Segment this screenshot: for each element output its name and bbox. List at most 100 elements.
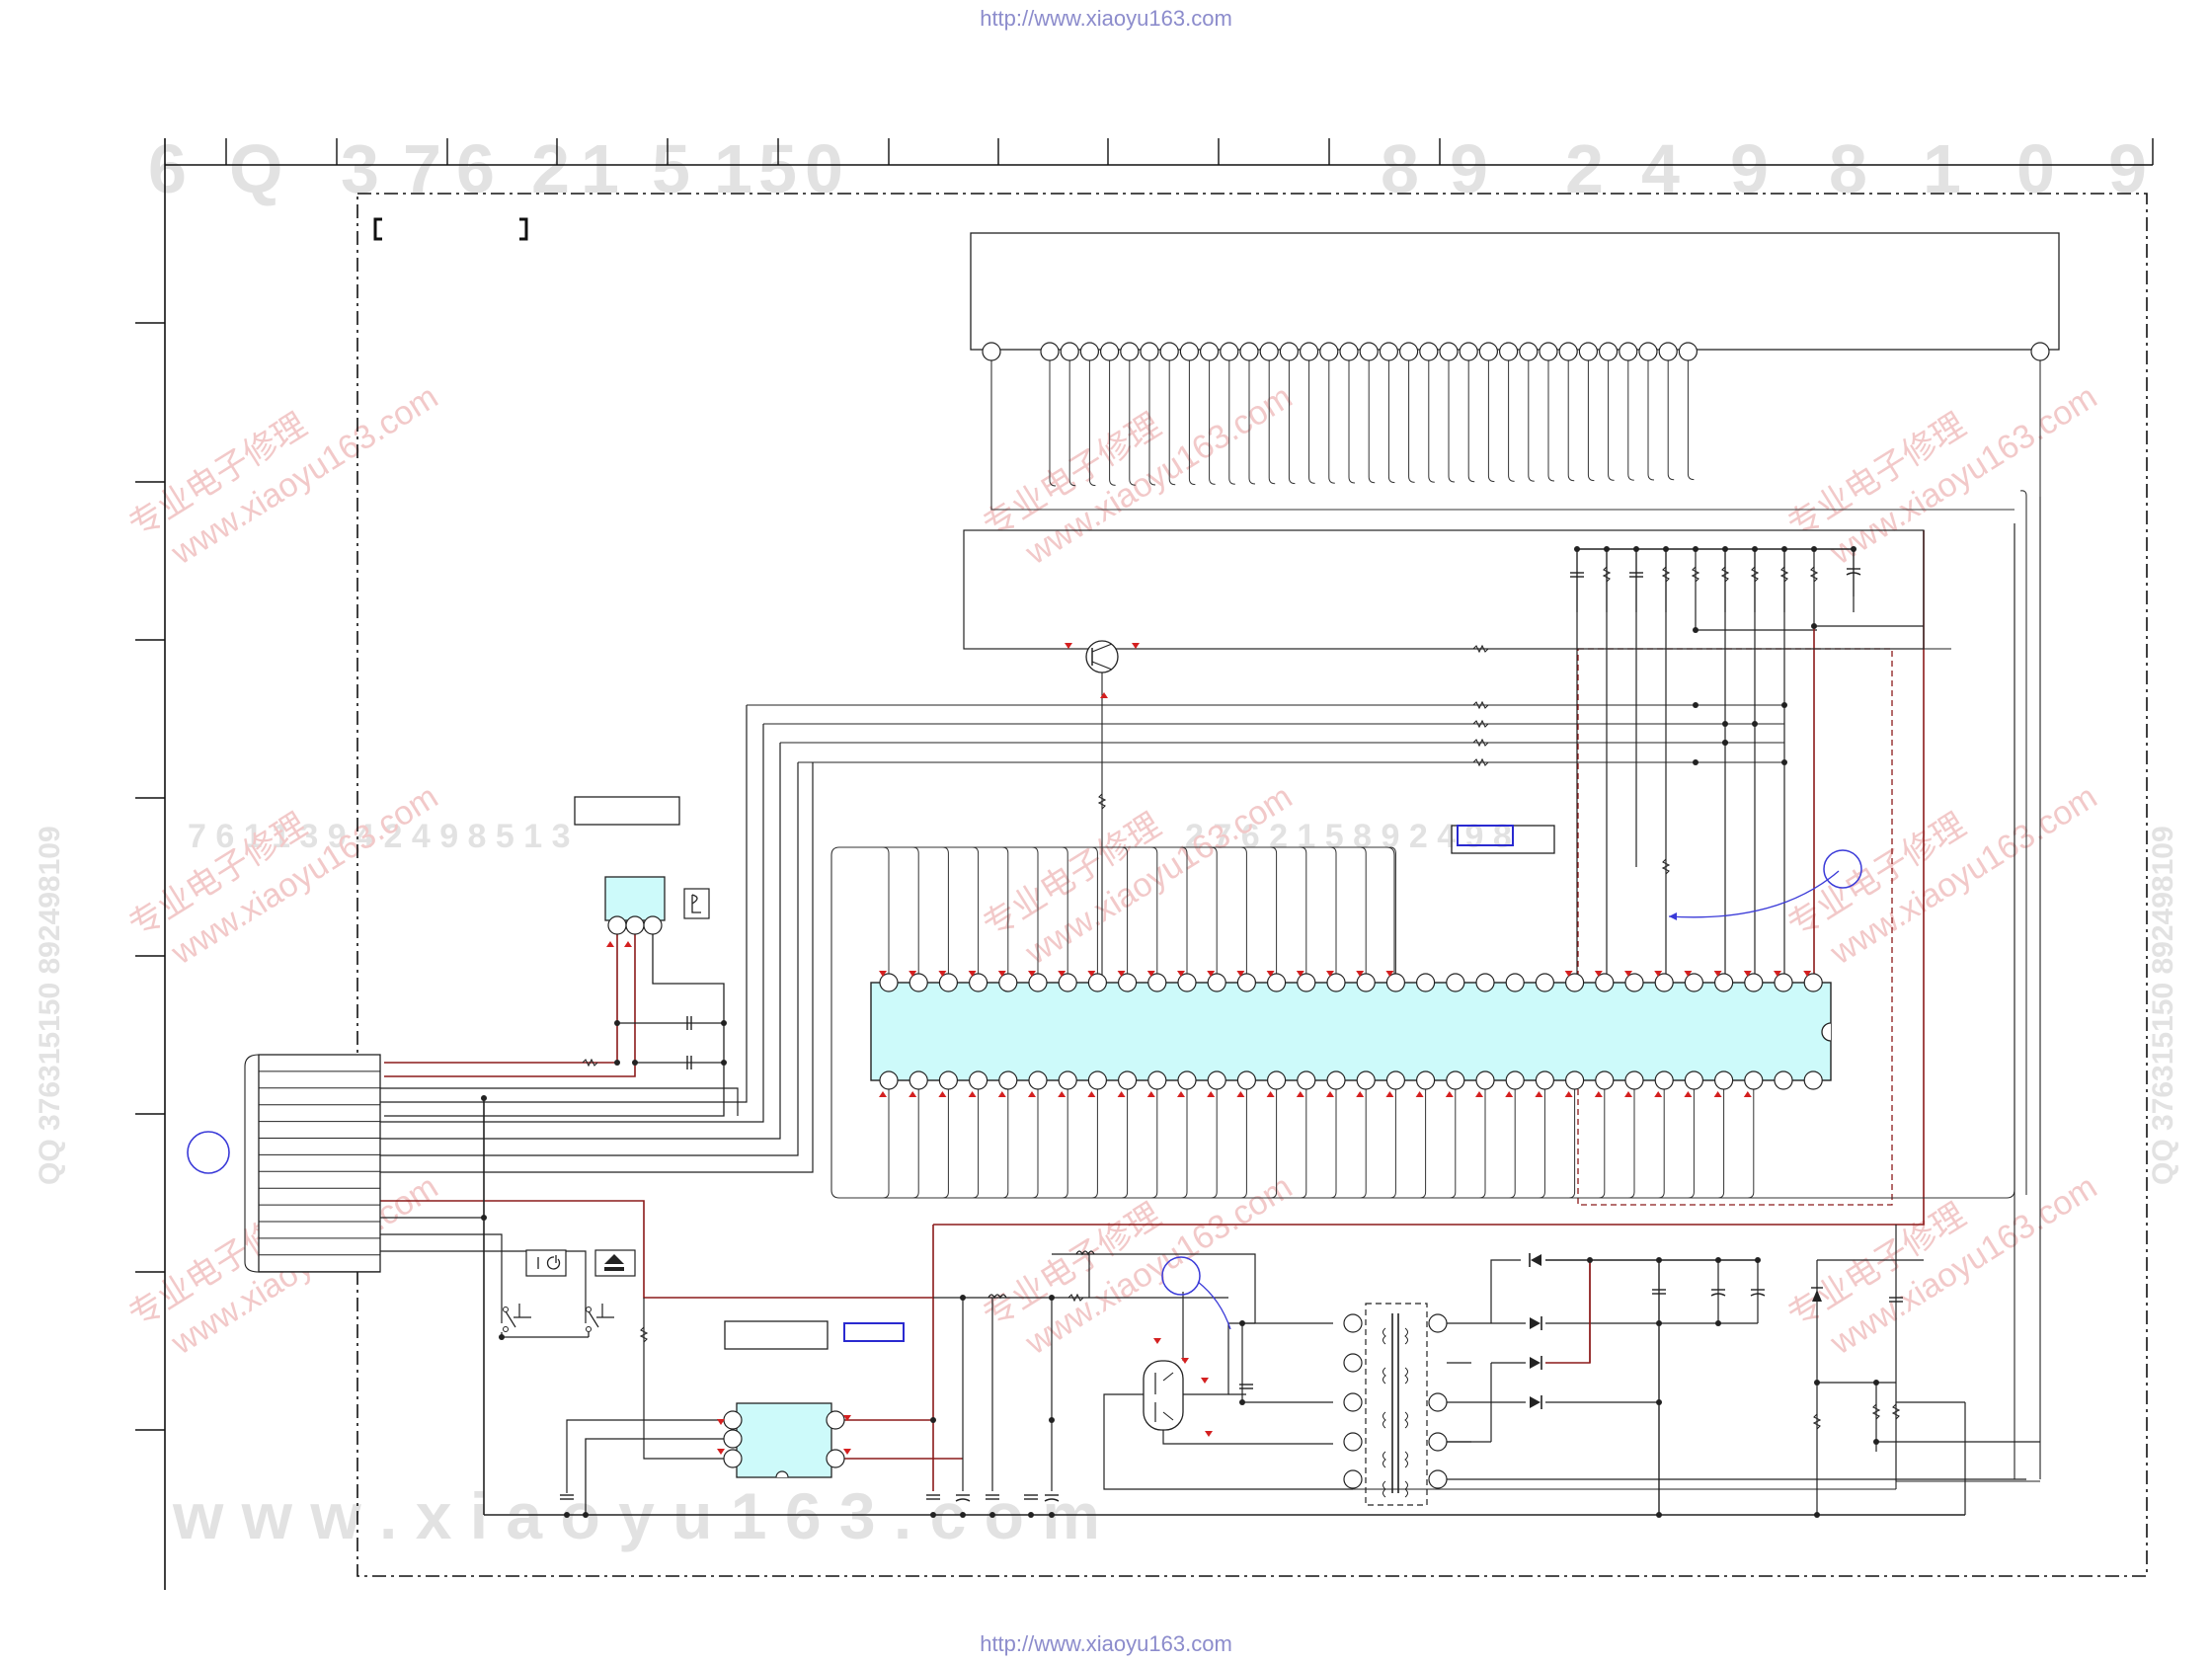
watermark-digit: 8 xyxy=(1829,130,1867,207)
resistor-zigzag xyxy=(1812,1413,1822,1430)
watermark-digit: 6 xyxy=(148,130,187,207)
electrolytic-capacitor xyxy=(1750,1289,1766,1297)
header-url[interactable]: http://www.xiaoyu163.com xyxy=(980,6,1232,31)
connector-wire xyxy=(380,705,748,1103)
ic-lead-top xyxy=(1211,846,1218,974)
display-pin xyxy=(1140,342,1159,361)
junction-dot xyxy=(614,1060,620,1066)
diode xyxy=(1530,1395,1542,1409)
diode-body xyxy=(1530,1396,1540,1408)
transformer-winding xyxy=(1404,1411,1408,1429)
display-lead xyxy=(1547,360,1555,482)
capacitor xyxy=(1570,572,1584,578)
ic-pin-top xyxy=(1297,973,1316,992)
display-lead xyxy=(1288,360,1296,485)
watermark-digit: Q xyxy=(229,130,282,207)
junction-dot xyxy=(481,1215,487,1221)
transistor-lead xyxy=(1091,643,1113,653)
junction-dot xyxy=(1656,1320,1662,1326)
junction-dot xyxy=(481,1095,487,1101)
pin-marker xyxy=(1356,971,1365,977)
pin-marker xyxy=(1774,971,1781,977)
junction-dot xyxy=(1851,546,1856,552)
display-lead xyxy=(1667,360,1675,481)
resistor-zigzag xyxy=(1809,566,1819,583)
callout-circle xyxy=(1823,849,1862,889)
junction-dot xyxy=(1873,1380,1879,1386)
pin-marker xyxy=(879,1091,887,1097)
ic-pin-top xyxy=(1147,973,1167,992)
display-lead xyxy=(1448,360,1456,483)
pin-marker xyxy=(717,1419,725,1425)
connector-callout xyxy=(187,1131,230,1174)
ic-pin-top xyxy=(1744,973,1764,992)
ic-pin-top xyxy=(1058,973,1077,992)
ic-lead-bottom xyxy=(1300,1089,1307,1199)
display-lead xyxy=(1647,360,1655,481)
ic-lead-bottom xyxy=(882,1089,890,1199)
electrolytic-capacitor xyxy=(1710,1289,1726,1297)
ic-pin-top xyxy=(1684,973,1704,992)
ic-lead-bottom xyxy=(1329,1089,1337,1199)
display-lead xyxy=(1687,360,1695,481)
footer-url[interactable]: http://www.xiaoyu163.com xyxy=(980,1631,1232,1656)
junction-dot xyxy=(1755,1257,1761,1263)
capacitor xyxy=(1024,1494,1038,1500)
pin-marker xyxy=(624,941,632,947)
resistor-zigzag xyxy=(1691,566,1700,583)
switch-actuator xyxy=(596,1304,614,1318)
display-pin xyxy=(2030,342,2050,361)
display-pin xyxy=(1498,342,1519,361)
pin-marker xyxy=(1356,1091,1365,1097)
ic-lead-bottom xyxy=(1598,1089,1606,1199)
display-pin xyxy=(1478,342,1499,361)
control-frame xyxy=(963,529,1925,650)
junction-dot xyxy=(1715,1320,1721,1326)
display-pin xyxy=(1598,342,1619,361)
pin-marker xyxy=(1326,1091,1334,1097)
display-lead xyxy=(1129,360,1136,486)
resistor xyxy=(1472,719,1489,729)
receiver-gnd xyxy=(384,934,725,1117)
ic-lead-top xyxy=(1360,846,1367,974)
resistor-zigzag xyxy=(582,1058,598,1068)
display-lead xyxy=(1188,360,1196,486)
junction-dot xyxy=(632,1060,638,1066)
transistor xyxy=(1085,640,1119,673)
ic-lead-bottom xyxy=(1658,1089,1665,1199)
display-lead xyxy=(1428,360,1435,483)
ic-pin-bottom xyxy=(1624,1070,1644,1090)
transformer-winding xyxy=(1382,1451,1386,1468)
components xyxy=(187,232,2060,1518)
resistor xyxy=(1871,1403,1881,1420)
resistor xyxy=(1661,566,1671,583)
electrolytic-capacitor xyxy=(1846,568,1861,576)
ic-pin-bottom xyxy=(908,1070,928,1090)
ic-pin-top xyxy=(1564,973,1585,992)
ic-lead-bottom xyxy=(1568,1089,1576,1199)
ic-lead-bottom xyxy=(1211,1089,1218,1199)
ic-lead-bottom xyxy=(1091,1089,1098,1199)
eject-icon-triangle xyxy=(604,1254,624,1264)
display-return xyxy=(990,360,2014,511)
eject-icon-bar xyxy=(604,1267,624,1271)
capacitor xyxy=(926,1494,940,1500)
display-lead xyxy=(1088,360,1096,487)
resistor-zigzag xyxy=(1472,719,1489,729)
pin-marker xyxy=(938,971,947,977)
resistor xyxy=(1750,566,1760,583)
resistor xyxy=(1602,566,1612,583)
pin-marker xyxy=(1594,971,1603,977)
capacitor xyxy=(1889,1297,1903,1303)
ic-pin-bottom xyxy=(1684,1070,1704,1090)
pin-marker xyxy=(606,941,614,947)
electrolytic-capacitor xyxy=(955,1494,971,1502)
ic-pin-bottom xyxy=(1475,1070,1495,1090)
ic-pin-bottom xyxy=(1087,1070,1108,1090)
junction-dot xyxy=(1663,546,1669,552)
display-pin xyxy=(1079,342,1100,361)
power-wire xyxy=(1089,1253,1256,1323)
pin-marker xyxy=(908,1091,917,1097)
